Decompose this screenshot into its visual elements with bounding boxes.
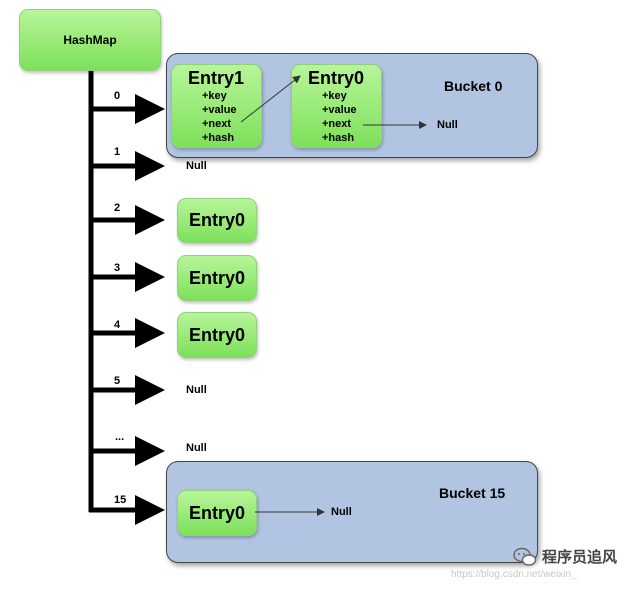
entry0-bucket15-title: Entry0: [188, 502, 246, 523]
watermark-wechat-name: 程序员追风: [542, 548, 618, 566]
entry1-field-hash: +hash: [202, 132, 235, 144]
index-label-2: 2: [114, 202, 121, 214]
watermark-logo: 程序员追风: [513, 546, 617, 567]
entry0-index-2-title: Entry0: [188, 210, 246, 230]
entry0-bucket15-node: Entry0: [177, 490, 257, 536]
index-label-0: 0: [114, 90, 121, 102]
index-label-4: 4: [114, 319, 121, 331]
watermark-url: https://blog.csdn.net/weixin_: [451, 569, 577, 580]
entry1-field-key: +key: [202, 90, 227, 102]
entry0-index-3: Entry0: [177, 255, 257, 301]
entry0-field-next: +next: [322, 118, 352, 130]
entry1-title: Entry1: [188, 68, 245, 88]
entry0-index-4-title: Entry0: [188, 324, 246, 345]
index-label-ellipsis: ...: [115, 431, 125, 443]
wechat-icon: [513, 547, 537, 566]
index-label-15: 15: [114, 494, 127, 506]
null-label-ellipsis: Null: [186, 442, 207, 454]
entry0-field-value: +value: [322, 104, 357, 116]
entry0-bucket0-node: Entry0 +key +value +next +hash: [291, 64, 382, 148]
bucket-0-label: Bucket 0: [444, 78, 503, 94]
hashmap-label: HashMap: [63, 33, 117, 47]
null-label-1: Null: [186, 160, 207, 172]
index-label-1: 1: [114, 146, 121, 158]
entry0-index-2: Entry0: [177, 198, 257, 243]
null-label-5: Null: [186, 384, 207, 396]
entry1-field-value: +value: [202, 104, 237, 116]
entry1-field-next: +next: [202, 118, 232, 130]
entry0-index-4: Entry0: [177, 312, 257, 358]
null-label-bucket15: Null: [331, 506, 352, 518]
arrow-entry1-next: [240, 75, 301, 123]
index-label-3: 3: [114, 262, 121, 274]
entry0-field-key: +key: [322, 90, 347, 102]
bucket-15-label: Bucket 15: [439, 485, 506, 501]
entry0-index-3-title: Entry0: [188, 267, 246, 288]
index-label-5: 5: [114, 375, 121, 387]
entry0-bucket0-title: Entry0: [308, 68, 365, 88]
null-label-bucket0: Null: [437, 119, 458, 131]
hashmap-root: HashMap: [19, 9, 161, 71]
entry0-field-hash: +hash: [322, 132, 355, 144]
